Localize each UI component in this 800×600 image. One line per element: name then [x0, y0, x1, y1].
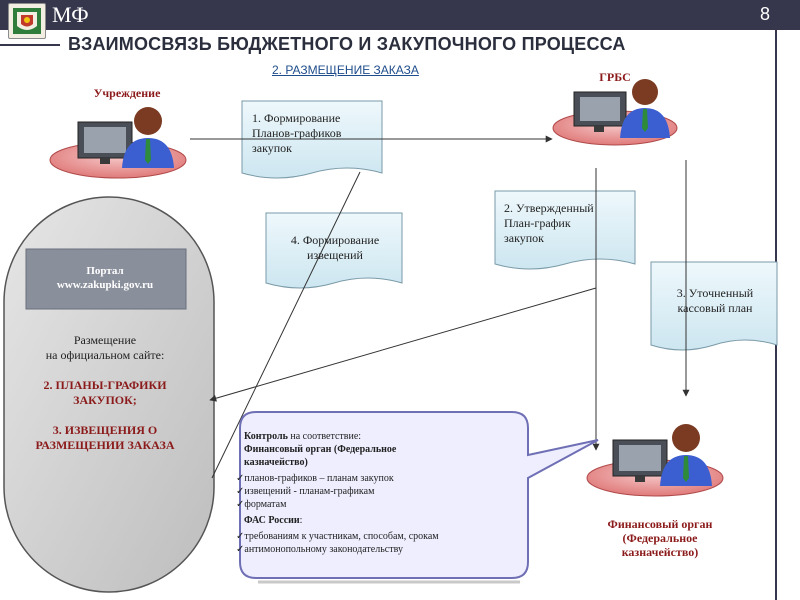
- finance-label-line1: Финансовый орган: [607, 517, 713, 531]
- doc3-text: 3. Уточненный кассовый план: [655, 286, 775, 316]
- check-icon: ✓: [236, 531, 245, 542]
- page-number: 8: [759, 4, 770, 24]
- oval-line2: на официальном сайте:: [45, 348, 165, 362]
- portal-url: www.zakupki.gov.ru: [56, 279, 154, 291]
- oval-item2-line2: РАЗМЕЩЕНИИ ЗАКАЗА: [35, 438, 175, 452]
- doc1-line2: Планов-графиков: [252, 126, 342, 140]
- arrow-grbs-to-portal: [209, 287, 597, 402]
- control-item4-text: требованиям к участникам, способам, срок…: [244, 531, 439, 542]
- portal-line1: Портал: [86, 265, 124, 277]
- control-item2: ✓извещений - планам-графикам: [236, 485, 374, 498]
- doc3-line1: 3. Уточненный: [676, 286, 754, 300]
- institution-label: Учреждение: [93, 86, 161, 100]
- control-org1-line2: казначейство): [244, 457, 308, 468]
- doc2-line2: План-график: [504, 216, 571, 230]
- doc2-shape: [494, 190, 636, 270]
- finance-organ-label: Финансовый орган (Федеральное казначейст…: [585, 517, 735, 559]
- control-heading: Контроль на соответствие:: [244, 430, 361, 443]
- control-item5: ✓антимонопольному законодательству: [236, 543, 403, 556]
- control-heading-bold: Контроль: [244, 431, 288, 442]
- check-icon: ✓: [236, 544, 245, 555]
- check-icon: ✓: [236, 499, 245, 510]
- control-item2-text: извещений - планам-графикам: [244, 486, 375, 497]
- finance-label-line3: казначейство): [621, 545, 699, 559]
- control-item3-text: форматам: [244, 499, 287, 510]
- doc2-line3: закупок: [504, 231, 544, 245]
- check-icon: ✓: [236, 473, 245, 484]
- logo-text: МФ: [52, 2, 89, 27]
- doc2-text: 2. Утвержденный План-график закупок: [504, 201, 594, 246]
- oval-item1-line1: 2. ПЛАНЫ-ГРАФИКИ: [43, 378, 167, 392]
- oval-item2-line1: 3. ИЗВЕЩЕНИЯ О: [52, 423, 158, 437]
- control-org2-name: ФАС России: [244, 515, 300, 526]
- control-item5-text: антимонопольному законодательству: [244, 544, 403, 555]
- grbs-actor-icon: [552, 79, 678, 146]
- institution-actor-icon: [49, 107, 187, 179]
- doc1-text: 1. Формирование Планов-графиков закупок: [252, 111, 341, 156]
- doc1-line3: закупок: [252, 141, 292, 155]
- oval-line1: Размещение: [73, 333, 137, 347]
- doc2-line1: 2. Утвержденный: [504, 201, 594, 215]
- doc3-line2: кассовый план: [677, 301, 753, 315]
- doc1-line1: 1. Формирование: [252, 111, 341, 125]
- page-title: ВЗАИМОСВЯЗЬ БЮДЖЕТНОГО И ЗАКУПОЧНОГО ПРО…: [68, 34, 626, 54]
- portal-box: [25, 248, 187, 310]
- oval-item1-line2: ЗАКУПОК;: [73, 393, 137, 407]
- finance-label-line2: (Федеральное: [622, 531, 698, 545]
- control-item1-text: планов-графиков – планам закупок: [244, 473, 394, 484]
- header-bar: [0, 0, 800, 30]
- control-heading-rest: на соответствие:: [287, 431, 362, 442]
- control-item4: ✓требованиям к участникам, способам, сро…: [236, 530, 439, 543]
- control-org2-suffix: :: [299, 515, 303, 526]
- left-accent-line: [0, 44, 60, 46]
- oval-placement-text: Размещение на официальном сайте: 2. ПЛАН…: [10, 333, 200, 453]
- control-item3: ✓форматам: [236, 498, 286, 511]
- control-item1: ✓планов-графиков – планам закупок: [236, 472, 394, 485]
- control-org2: ФАС России:: [244, 514, 302, 527]
- doc4-text: 4. Формирование извещений: [270, 233, 400, 263]
- check-icon: ✓: [236, 486, 245, 497]
- finance-organ-actor-icon: [586, 424, 724, 497]
- doc4-shape: [265, 212, 403, 289]
- ministry-emblem-logo: [8, 3, 46, 39]
- control-org1-line1: Финансовый орган (Федеральное: [244, 444, 397, 455]
- doc4-line1: 4. Формирование: [290, 233, 380, 247]
- grbs-label: ГРБС: [599, 70, 631, 84]
- doc3-shape: [650, 261, 778, 351]
- control-speech-bubble: [239, 411, 599, 579]
- doc4-line2: извещений: [307, 248, 363, 262]
- portal-text: Портал www.zakupki.gov.ru: [28, 264, 182, 292]
- page-subtitle: 2. РАЗМЕЩЕНИЕ ЗАКАЗА: [272, 63, 419, 77]
- line-doc1-to-oval: [211, 171, 361, 479]
